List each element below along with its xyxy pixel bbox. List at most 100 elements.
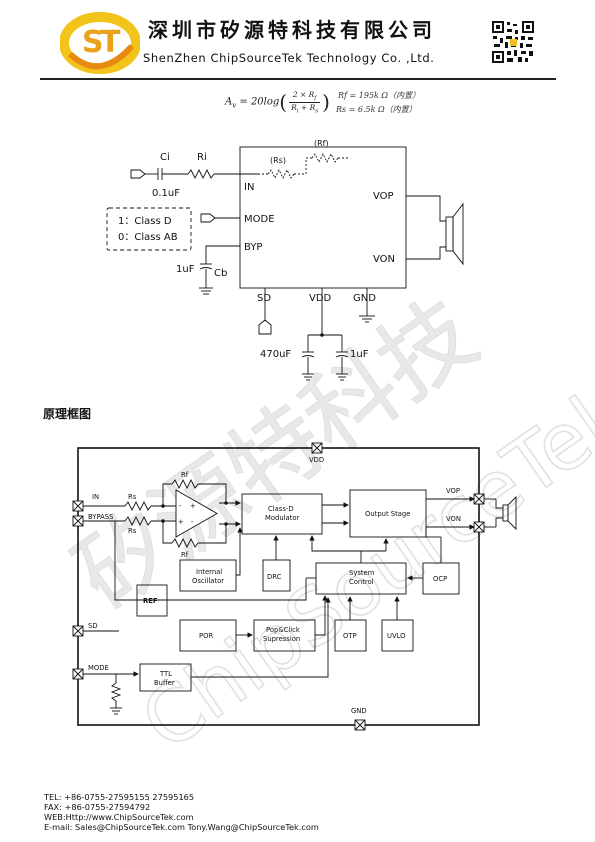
otp-label: OTP (343, 632, 357, 640)
chip-body (239, 146, 407, 289)
modulator-label-1: Class-D (268, 505, 294, 513)
rs-resistor (267, 168, 295, 180)
mode-note-line1: 1：Class D (118, 216, 172, 227)
svg-text:T: T (100, 25, 121, 60)
rs-bottom-resistor (124, 515, 152, 527)
rs-note: Rs = 6.5k Ω（内置） (336, 105, 417, 114)
rf-note: Rf = 195k Ω（内置） (338, 91, 421, 100)
contact-web[interactable]: WEB:Http://www.ChipSourceTek.com (44, 812, 194, 822)
modulator-label-2: Modulator (265, 514, 300, 522)
company-logo: S T (60, 12, 140, 74)
block-rs-top-label: Rs (128, 493, 137, 501)
pin-sd (72, 625, 84, 637)
pop-click-label-1: Pop&Click (266, 626, 300, 634)
block-speaker-icon (502, 504, 509, 522)
mode-pulldown-resistor (110, 682, 122, 702)
pin-vop (473, 493, 485, 505)
formula-den-sub1: i (296, 108, 299, 114)
formula-lhs: A (225, 96, 233, 108)
svg-text:S: S (82, 25, 104, 60)
block-vdd-label: VDD (309, 456, 324, 464)
contact-email[interactable]: E-mail: Sales@ChipSourceTek.com Tony.Wan… (44, 822, 319, 832)
rs-label: (Rs) (270, 156, 286, 165)
pin-bypass (72, 515, 84, 527)
otp-block (334, 619, 367, 652)
rf-label: (Rf) (314, 139, 329, 148)
pin-gnd-label: GND (353, 293, 376, 304)
ocp-label: OCP (433, 575, 447, 583)
pin-mode (72, 668, 84, 680)
block-diagram-frame (77, 447, 480, 726)
pin-in (72, 500, 84, 512)
drc-block (262, 559, 291, 592)
ci-label: Ci (160, 152, 170, 163)
oscillator-label-1: Internal (196, 568, 222, 576)
formula-num-sub: f (314, 95, 317, 102)
oscillator-label-2: Oscillator (192, 577, 224, 585)
system-control-label-2: Control (349, 578, 374, 586)
pop-click-block (253, 619, 316, 652)
output-stage-label: Output Stage (365, 510, 410, 518)
ci-value: 0.1uF (152, 188, 180, 199)
amp-in-plus: + (178, 518, 184, 526)
ri-label: Ri (197, 152, 207, 163)
drc-label: DRC (267, 573, 282, 581)
pin-in-label: IN (244, 182, 254, 193)
modulator-block (241, 493, 323, 535)
mode-connector (200, 213, 216, 223)
ri-resistor (187, 168, 215, 180)
uvlo-label: UVLO (387, 632, 406, 640)
block-sd-label: SD (88, 622, 98, 630)
cb-label: Cb (214, 268, 227, 279)
pin-von (473, 521, 485, 533)
sd-connector (258, 319, 272, 335)
speaker-icon (445, 216, 454, 252)
pin-gnd (354, 719, 366, 731)
pin-mode-label: MODE (244, 214, 275, 225)
por-label: POR (199, 632, 213, 640)
mode-note-box (106, 207, 192, 251)
block-mode-label: MODE (88, 664, 109, 672)
vdd-cap2-value: 1uF (350, 349, 369, 360)
block-diagram-title: 原理框图 (43, 407, 92, 421)
amp-in-minus: - (179, 502, 182, 510)
formula-num: 2 × R (292, 90, 315, 99)
block-in-label: IN (92, 493, 99, 501)
cb-value: 1uF (176, 264, 195, 275)
block-rf-top-label: Rf (181, 471, 189, 479)
contact-fax: FAX: +86-0755-27594792 (44, 802, 151, 812)
block-gnd-label: GND (351, 707, 367, 715)
amp-out-plus: + (190, 502, 196, 510)
por-block (179, 619, 237, 652)
company-name-en: ShenZhen ChipSourceTek Technology Co. ,L… (143, 51, 435, 65)
pin-sd-label: SD (257, 293, 271, 304)
uvlo-block (381, 619, 414, 652)
formula-den-mid: + R (298, 102, 316, 112)
pop-click-label-2: Supression (263, 635, 300, 643)
pin-vdd-label: VDD (309, 293, 332, 304)
ttl-buffer-block (139, 663, 192, 692)
contact-tel: TEL: +86-0755-27595155 27595165 (44, 792, 195, 802)
formula-rhs-prefix: = 20log (239, 96, 280, 108)
oscillator-block (179, 559, 237, 592)
header-rule (40, 78, 556, 80)
rf-top-resistor (171, 478, 199, 490)
rs-top-resistor (124, 500, 152, 512)
output-stage-block (349, 489, 427, 538)
ttl-buffer-label-1: TTL (159, 670, 172, 678)
pin-vop-label: VOP (373, 191, 394, 202)
block-von-label: VON (446, 515, 461, 523)
ttl-buffer-label-2: Buffer (154, 679, 175, 687)
amplifier-triangle (175, 489, 218, 538)
rf-bottom-resistor (171, 537, 199, 549)
input-connector (130, 169, 146, 179)
pin-byp-label: BYP (244, 242, 262, 253)
system-control-label-1: System (349, 569, 375, 577)
ref-block (136, 584, 168, 617)
ref-label: REF (143, 597, 158, 605)
company-name-cn: 深圳市矽源特科技有限公司 (148, 18, 436, 42)
formula-den: R (291, 102, 297, 112)
block-rf-bot-label: Rf (181, 551, 189, 559)
